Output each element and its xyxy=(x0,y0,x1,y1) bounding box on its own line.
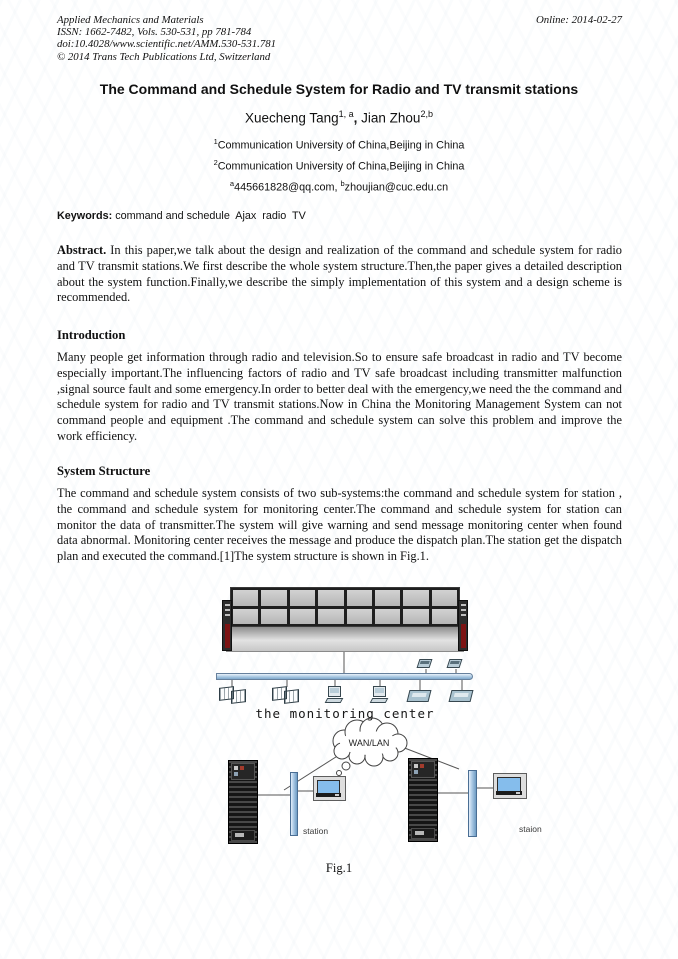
figure-1: WAN/LAN the monitoring center station xyxy=(0,583,678,860)
server-box-icon xyxy=(231,689,246,704)
keywords-label: Keywords: xyxy=(57,210,113,222)
email-b-sup: b xyxy=(340,179,345,188)
abstract-label: Abstract. xyxy=(57,243,107,257)
server-box-icon xyxy=(284,689,299,704)
abstract-text: In this paper,we talk about the design a… xyxy=(57,243,622,305)
video-wall-grid xyxy=(230,587,460,627)
station-monitor-right xyxy=(493,773,527,799)
network-bus xyxy=(216,673,473,680)
network-hub-left xyxy=(290,772,298,836)
abstract-paragraph: Abstract. In this paper,we talk about th… xyxy=(57,243,622,306)
affiliation-1: 1Communication University of China,Beiji… xyxy=(0,137,678,152)
affiliation-2-text: Communication University of China,Beijin… xyxy=(217,160,465,173)
email-a: 445661828@qq.com, xyxy=(234,181,341,194)
issn-line: ISSN: 1662-7482, Vols. 530-531, pp 781-7… xyxy=(57,26,252,39)
video-wall-pillar-left xyxy=(222,600,232,651)
video-wall-base xyxy=(226,627,464,652)
section-heading-introduction: Introduction xyxy=(57,328,126,342)
desktop-icon xyxy=(448,690,474,702)
doi-line: doi:10.4028/www.scientific.net/AMM.530-5… xyxy=(57,38,277,51)
system-structure-paragraph: The command and schedule system consists… xyxy=(57,486,622,564)
author-1: Xuecheng Tang xyxy=(245,110,339,126)
email-b: zhoujian@cuc.edu.cn xyxy=(344,181,449,194)
server-rack-right xyxy=(408,758,438,842)
keywords-line: Keywords: command and schedule Ajax radi… xyxy=(57,210,622,222)
copyright-line: © 2014 Trans Tech Publications Ltd, Swit… xyxy=(57,50,271,63)
journal-name: Applied Mechanics and Materials xyxy=(57,14,204,26)
desktop-icon xyxy=(406,690,432,702)
station-monitor-left xyxy=(313,776,346,801)
section-heading-system-structure: System Structure xyxy=(57,464,151,478)
email-a-sup: a xyxy=(229,179,235,188)
server-rack-left xyxy=(228,760,258,844)
introduction-paragraph: Many people get information through radi… xyxy=(57,350,622,443)
workstation-icon xyxy=(328,686,341,697)
affiliation-1-sup: 1 xyxy=(213,137,218,146)
keywords-text: command and schedule Ajax radio TV xyxy=(112,210,306,222)
affiliation-2: 2Communication University of China,Beiji… xyxy=(0,158,678,173)
video-wall-pillar-right xyxy=(458,600,468,651)
figure-caption: Fig.1 xyxy=(325,861,353,875)
author-2-sup: 2,b xyxy=(420,109,433,119)
author-1-sup: 1, a xyxy=(338,109,354,119)
author-line: Xuecheng Tang1, a, Jian Zhou2,b xyxy=(0,109,678,126)
author-2: Jian Zhou xyxy=(361,110,421,126)
station-label-right: staion xyxy=(519,824,542,834)
page-header: Applied Mechanics and Materials ISSN: 16… xyxy=(57,14,622,63)
figure-connector-lines: WAN/LAN xyxy=(231,652,493,796)
paper-title: The Command and Schedule System for Radi… xyxy=(99,81,579,97)
online-date: Online: 2014-02-27 xyxy=(535,14,622,26)
workstation-icon xyxy=(373,686,386,697)
affiliation-1-text: Communication University of China,Beijin… xyxy=(217,139,465,152)
workstation-base xyxy=(369,698,389,703)
affiliation-2-sup: 2 xyxy=(213,158,218,167)
email-line: a445661828@qq.com, bzhoujian@cuc.edu.cn xyxy=(0,179,678,194)
author-separator: , xyxy=(353,110,362,126)
monitoring-center-label: the monitoring center xyxy=(255,706,435,721)
cloud-label: WAN/LAN xyxy=(349,738,390,748)
network-hub-right xyxy=(468,770,477,837)
station-label-left: station xyxy=(303,826,329,836)
workstation-base xyxy=(324,698,344,703)
